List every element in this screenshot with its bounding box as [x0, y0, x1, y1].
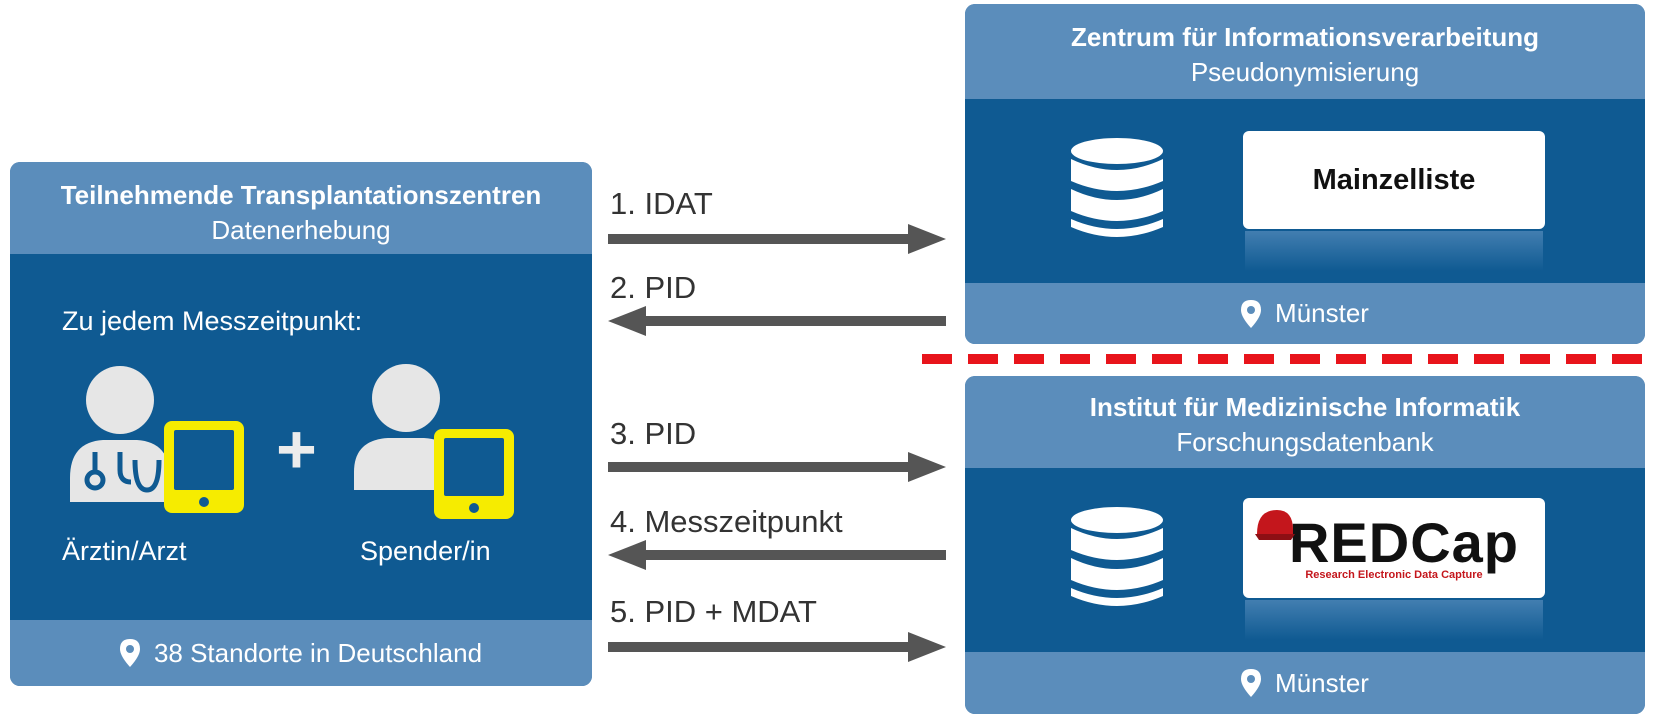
panel-body: Mainzelliste: [965, 99, 1645, 283]
cap-icon: [1255, 510, 1295, 540]
database-icon: [1071, 507, 1163, 606]
arrow-label-3: 3. PID: [610, 416, 697, 451]
mainzelliste-card: Mainzelliste: [1243, 131, 1545, 229]
panel-subtitle: Datenerhebung: [211, 215, 391, 245]
location-pin-icon: [1241, 299, 1262, 328]
panel-header: Teilnehmende Transplantationszentren Dat…: [10, 162, 592, 254]
arrow-label-4: 4. Messzeitpunkt: [610, 504, 843, 539]
panel-title: Teilnehmende Transplantationszentren: [60, 180, 542, 210]
arrow-left-4: [608, 540, 946, 570]
arrow-right-1: [608, 224, 946, 254]
card-reflection: [1245, 600, 1543, 640]
arrow-label-1: 1. IDAT: [610, 186, 713, 221]
panel-title: Zentrum für Informationsverarbeitung: [1070, 22, 1540, 52]
location-label: Münster: [1275, 298, 1369, 328]
panel-footer: 38 Standorte in Deutschland: [10, 620, 592, 686]
panel-header: Institut für Medizinische Informatik For…: [965, 376, 1645, 468]
card-label: Mainzelliste: [1312, 163, 1476, 196]
database-icon: [1071, 138, 1163, 237]
redcap-tagline: Research Electronic Data Capture: [1305, 569, 1483, 581]
plus-sign: +: [276, 410, 317, 488]
security-divider-line: [922, 354, 1656, 364]
institut-panel: Institut für Medizinische Informatik For…: [965, 376, 1645, 714]
card-reflection: [1245, 231, 1543, 271]
participating-centers-panel: Teilnehmende Transplantationszentren Dat…: [10, 162, 592, 686]
location-pin-icon: [119, 639, 140, 667]
panel-body: REDCap Research Electronic Data Capture: [965, 468, 1645, 652]
doctor-label: Ärztin/Arzt: [62, 536, 187, 566]
location-label: Münster: [1275, 667, 1369, 698]
person-icon: [354, 364, 458, 490]
redcap-logo-card: REDCap Research Electronic Data Capture: [1243, 498, 1545, 598]
panel-subtitle: Forschungsdatenbank: [1176, 427, 1434, 457]
location-label: 38 Standorte in Deutschland: [153, 637, 483, 668]
arrow-label-5: 5. PID + MDAT: [610, 594, 817, 629]
arrow-right-5: [608, 632, 946, 662]
donor-label: Spender/in: [360, 536, 491, 566]
tablet-icon: [164, 421, 244, 513]
zentrum-panel: Zentrum für Informationsverarbeitung Pse…: [965, 4, 1645, 344]
arrow-left-2: [608, 306, 946, 336]
panel-body: Zu jedem Messzeitpunkt: + Ärztin/Arzt Sp: [10, 254, 592, 620]
panel-title: Institut für Medizinische Informatik: [1089, 392, 1521, 422]
arrow-label-2: 2. PID: [610, 270, 697, 305]
redcap-wordmark: REDCap: [1288, 511, 1520, 574]
arrow-right-3: [608, 452, 946, 482]
location-pin-icon: [1241, 669, 1262, 697]
intro-text: Zu jedem Messzeitpunkt:: [62, 306, 363, 336]
tablet-icon: [434, 429, 514, 519]
panel-subtitle: Pseudonymisierung: [1190, 57, 1420, 87]
doctor-icon: [70, 366, 170, 502]
panel-header: Zentrum für Informationsverarbeitung Pse…: [965, 4, 1645, 99]
panel-footer: Münster: [965, 652, 1645, 714]
panel-footer: Münster: [965, 283, 1645, 344]
